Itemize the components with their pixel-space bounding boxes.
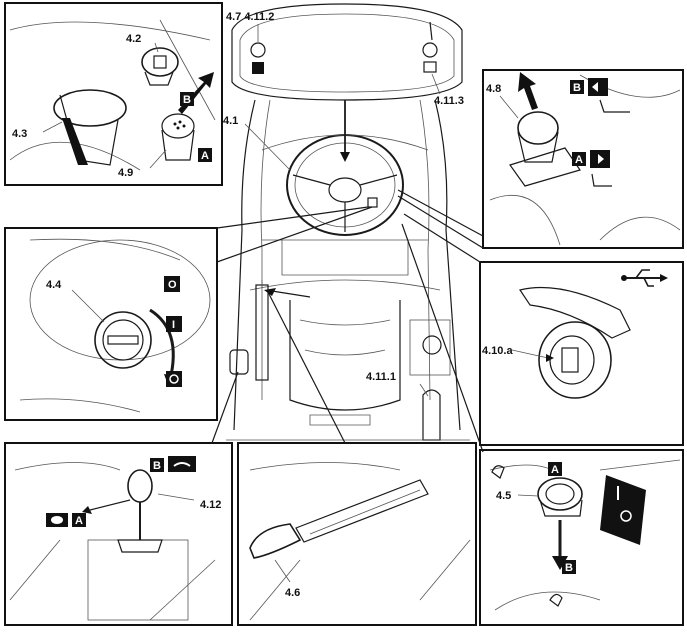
panel-usb (479, 261, 684, 446)
panel-handbrake (237, 442, 477, 626)
usb-icon (621, 269, 668, 287)
svg-text:I: I (172, 319, 175, 331)
rabbit-icon (168, 456, 196, 472)
seat-lever[interactable] (53, 89, 127, 166)
badge-a-gear: A (72, 513, 86, 527)
panel-hand-throttle (479, 449, 684, 626)
turn-signal-icon (598, 154, 604, 164)
label-steering-wheel: 4.1 (223, 115, 238, 127)
label-handbrake: 4.6 (285, 587, 300, 599)
svg-text:B: B (565, 562, 573, 574)
label-ignition-light-warn: 4.7 4.11.2 (226, 11, 274, 23)
svg-text:B: B (183, 94, 191, 106)
label-ignition: 4.4 (46, 279, 62, 291)
turn-signal-icon (592, 82, 598, 92)
gear-lever[interactable] (117, 469, 163, 553)
label-usb: 4.10.a (482, 345, 513, 357)
start-glow-icon (166, 371, 182, 387)
svg-text:O: O (168, 279, 177, 291)
svg-text:B: B (153, 460, 161, 472)
badge-b-throttle: B (562, 560, 576, 574)
direction-arrow-icon (518, 72, 538, 110)
svg-text:A: A (201, 150, 209, 162)
panel-fuel-seat (4, 2, 223, 186)
svg-text:A: A (75, 515, 83, 527)
badge-b-top-left: B (180, 92, 194, 106)
panel-ignition (4, 227, 218, 421)
label-hand-throttle: 4.5 (496, 490, 511, 502)
dash-warning-icons (250, 21, 438, 74)
badge-a-top-left: A (198, 148, 212, 162)
svg-text:A: A (575, 154, 583, 166)
badge-a-throttle: A (548, 462, 562, 476)
panel-gear-lever (4, 442, 233, 626)
callout-connectors (211, 189, 484, 453)
label-fuel-cap: 4.2 (126, 33, 141, 45)
label-seat-lever: 4.3 (12, 128, 27, 140)
label-rear-light-switch: 4.11.3 (434, 95, 464, 107)
badge-b-gear: B (150, 458, 164, 472)
knob-48[interactable] (509, 111, 581, 187)
label-gear-lever: 4.12 (200, 499, 221, 511)
label-pto: 4.11.1 (366, 371, 396, 383)
badge-off: O (164, 276, 180, 292)
usb-port[interactable] (519, 286, 631, 399)
badge-b-top-right: B (570, 80, 584, 94)
turtle-icon (46, 513, 68, 527)
fuel-cap[interactable] (141, 47, 179, 86)
label-button-49: 4.9 (118, 167, 133, 179)
ignition-switch[interactable] (94, 311, 152, 369)
handbrake-lever[interactable] (249, 479, 429, 559)
svg-text:A: A (551, 464, 559, 476)
badge-on: I (166, 316, 182, 332)
button-49[interactable] (161, 113, 195, 161)
hand-throttle-knob[interactable] (537, 477, 583, 517)
label-knob-48: 4.8 (486, 83, 501, 95)
svg-text:B: B (573, 82, 581, 94)
badge-a-top-right: A (572, 152, 586, 166)
throttle-icon (600, 475, 646, 545)
